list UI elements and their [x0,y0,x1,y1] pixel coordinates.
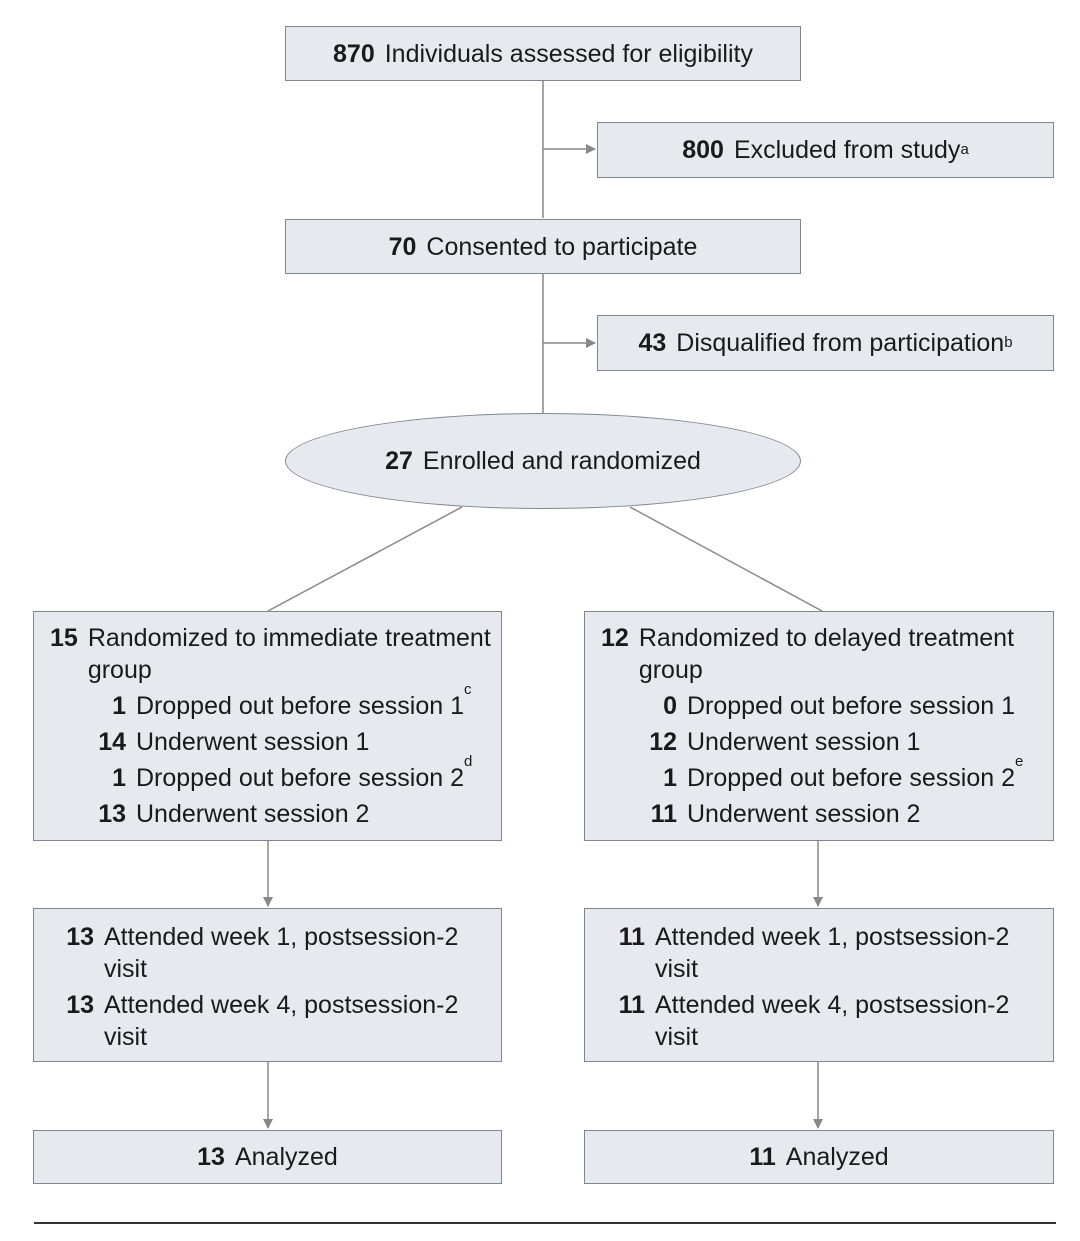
delayed-followup-box: 11 Attended week 1, postsession-2 visit … [584,908,1054,1062]
consented-box: 70 Consented to participate [285,219,801,274]
step-label: Dropped out before session 1 [136,692,464,720]
assessed-label: Individuals assessed for eligibility [384,39,753,68]
delayed-step: 0 Dropped out before session 1 [601,690,1043,726]
step-count: 13 [98,800,126,828]
bottom-rule [34,1222,1056,1224]
delayed-step: 12 Underwent session 1 [601,726,1043,762]
delayed-count: 12 [601,624,629,652]
step-footnote: c [464,681,472,698]
followup-count: 13 [66,923,94,951]
followup-count: 11 [618,991,645,1019]
immediate-step: 13 Underwent session 2 [50,798,491,834]
branch-immediate [267,506,463,612]
step-count: 1 [112,764,126,792]
immediate-group-box: 15 Randomized to immediate treatment gro… [33,611,502,841]
immediate-step: 14 Underwent session 1 [50,726,491,762]
followup-row: 13 Attended week 4, postsession-2 visit [50,989,491,1053]
immediate-analyzed-label: Analyzed [234,1143,338,1171]
step-count: 0 [663,692,677,720]
delayed-step: 11 Underwent session 2 [601,798,1043,834]
followup-label: Attended week 4, postsession-2 visit [104,991,459,1051]
immediate-label: Randomized to immediate treatment group [87,624,491,684]
step-label: Underwent session 2 [687,800,921,828]
followup-label: Attended week 4, postsession-2 visit [655,991,1010,1051]
enrolled-ellipse: 27 Enrolled and randomized [285,413,801,509]
step-label: Dropped out before session 1 [687,692,1015,720]
delayed-analyzed-count: 11 [749,1143,776,1171]
immediate-analyzed-count: 13 [197,1143,225,1171]
assessed-box: 870 Individuals assessed for eligibility [285,26,801,81]
followup-label: Attended week 1, postsession-2 visit [104,923,459,983]
step-count: 1 [663,764,677,792]
followup-count: 11 [618,923,645,951]
followup-row: 13 Attended week 1, postsession-2 visit [50,921,491,985]
step-count: 11 [650,800,677,828]
step-footnote: e [1015,753,1024,770]
excluded-count: 800 [682,136,724,164]
followup-row: 11 Attended week 4, postsession-2 visit [601,989,1043,1053]
immediate-analyzed-box: 13 Analyzed [33,1130,502,1184]
followup-row: 11 Attended week 1, postsession-2 visit [601,921,1043,985]
step-label: Underwent session 1 [136,728,370,756]
disqualified-count: 43 [638,329,667,357]
consented-label: Consented to participate [426,232,698,261]
delayed-analyzed-box: 11 Analyzed [584,1130,1054,1184]
assessed-count: 870 [333,39,375,68]
immediate-count: 15 [50,624,78,652]
step-count: 14 [98,728,126,756]
step-label: Dropped out before session 2 [687,764,1015,792]
step-label: Underwent session 1 [687,728,921,756]
branch-delayed [629,506,823,612]
enrolled-label: Enrolled and randomized [422,446,701,475]
excluded-label: Excluded from study [733,136,961,164]
step-label: Dropped out before session 2 [136,764,464,792]
step-count: 12 [649,728,677,756]
immediate-group-title: 15 Randomized to immediate treatment gro… [50,622,491,686]
step-count: 1 [112,692,126,720]
disqualified-label: Disqualified from participation [676,329,1005,357]
delayed-label: Randomized to delayed treatment group [638,624,1015,684]
consented-count: 70 [388,232,417,261]
step-label: Underwent session 2 [136,800,370,828]
delayed-group-title: 12 Randomized to delayed treatment group [601,622,1043,686]
step-footnote: d [464,753,473,770]
followup-label: Attended week 1, postsession-2 visit [655,923,1010,983]
immediate-followup-box: 13 Attended week 1, postsession-2 visit … [33,908,502,1062]
followup-count: 13 [66,991,94,1019]
delayed-group-box: 12 Randomized to delayed treatment group… [584,611,1054,841]
delayed-analyzed-label: Analyzed [785,1143,889,1171]
enrolled-count: 27 [385,446,413,475]
